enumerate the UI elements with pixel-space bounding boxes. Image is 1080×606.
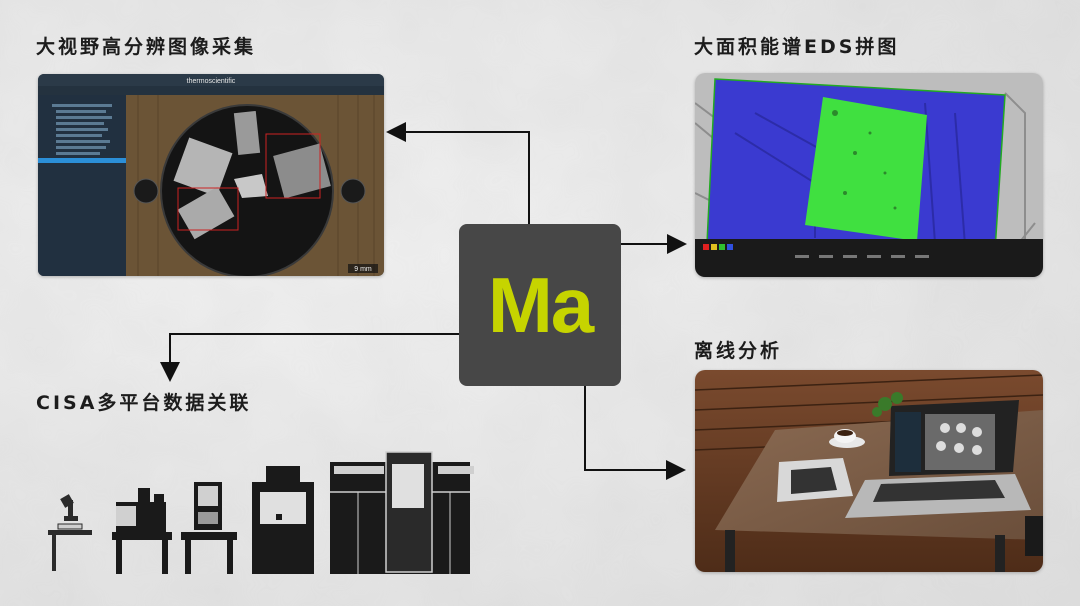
panel-offline-analysis	[695, 370, 1043, 572]
scale-bar-label: 9 mm	[354, 266, 372, 273]
hub-label: Ma	[487, 260, 594, 349]
maps-software-screenshot: thermoscientific 9 mm	[38, 74, 384, 276]
label-cisa-correlation: CISA多平台数据关联	[36, 392, 252, 414]
large-fib-sem-icon	[330, 451, 474, 574]
sem-benchtop-icon	[112, 488, 172, 574]
maps-hub-tile: Ma	[459, 224, 621, 386]
app-title: thermoscientific	[187, 78, 236, 85]
arrow-to-cisa	[160, 333, 459, 382]
label-eds-mosaic: 大面积能谱EDS拼图	[694, 36, 900, 58]
arrow-to-imaging	[386, 122, 530, 224]
eds-mosaic-image	[695, 73, 1043, 277]
desktop-sem-icon	[181, 482, 237, 574]
layer-tree-sidebar	[38, 95, 126, 276]
eds-bond-pad	[805, 97, 927, 241]
panel-eds-mosaic	[695, 73, 1043, 277]
laptop-desk-photo	[695, 370, 1043, 572]
arrow-to-offline	[584, 386, 686, 480]
microscope-icon	[48, 494, 92, 571]
floor-sem-icon	[252, 466, 314, 574]
label-offline-analysis: 离线分析	[694, 340, 783, 362]
label-large-field-imaging: 大视野高分辨图像采集	[36, 36, 257, 58]
panel-maps-software: thermoscientific 9 mm	[38, 74, 384, 276]
